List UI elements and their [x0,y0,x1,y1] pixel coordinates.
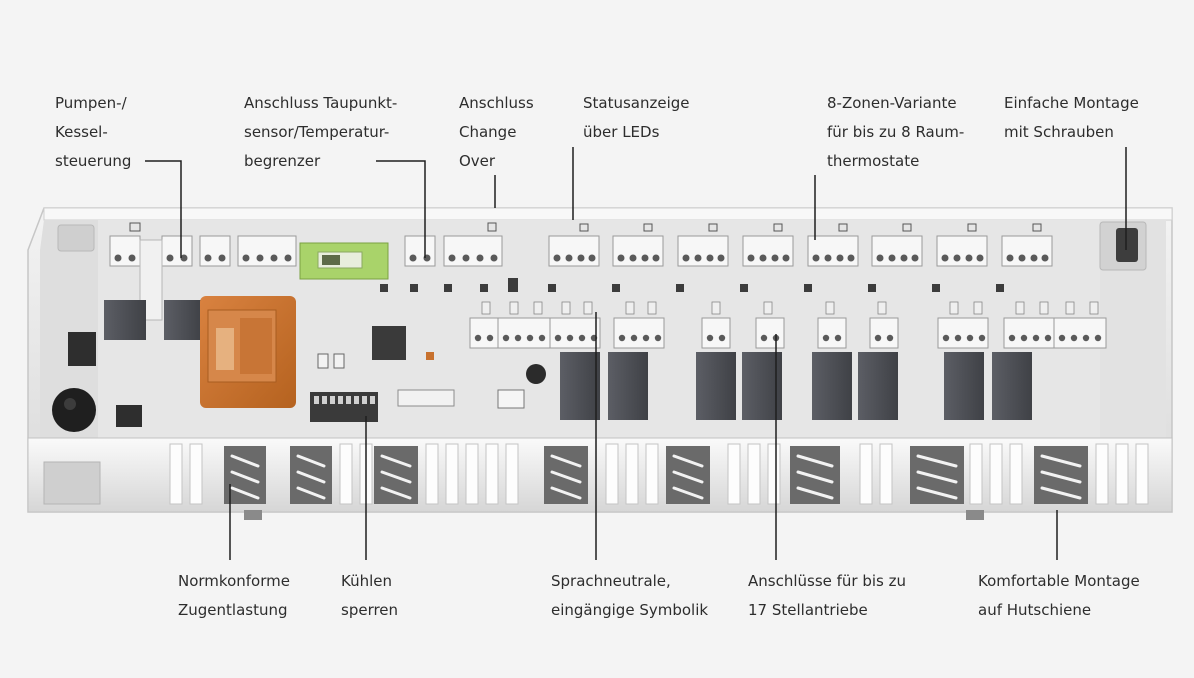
label-anschluss-taupunktsensor: Anschluss Taupunkt- sensor/Temperatur- b… [244,94,398,170]
knob [52,388,96,432]
transformer [200,296,296,408]
label-normkonforme-zugentlastung: Normkonforme Zugentlastung [178,572,290,619]
label-sprachneutrale-symbolik: Sprachneutrale, eingängige Symbolik [551,572,709,619]
label-komfortable-montage: Komfortable Montage auf Hutschiene [978,572,1140,619]
microcontroller-chip [372,326,406,360]
dip-switch-block [310,392,378,422]
left-relays [68,300,202,427]
pcb-components [317,278,1004,409]
bottom-clamp-strip [27,437,1173,520]
label-statusanzeige-leds: Statusanzeige über LEDs [583,94,690,141]
top-terminal-row [109,222,1053,267]
leader-lines [145,147,1127,560]
label-einfache-montage: Einfache Montage mit Schrauben [1004,94,1139,141]
middle-terminal-row [469,301,1107,349]
label-pumpen-kesselsteuerung: Pumpen-/ Kessel- steuerung [55,94,132,170]
change-over-switch-module [299,242,389,280]
label-kuehlen-sperren: Kühlen sperren [341,572,399,619]
label-8-zonen-variante: 8-Zonen-Variante für bis zu 8 Raum- ther… [827,94,965,170]
label-anschluesse-stellantriebe: Anschlüsse für bis zu 17 Stellantriebe [748,572,907,619]
label-anschluss-change-over: Anschluss Change Over [459,94,534,170]
